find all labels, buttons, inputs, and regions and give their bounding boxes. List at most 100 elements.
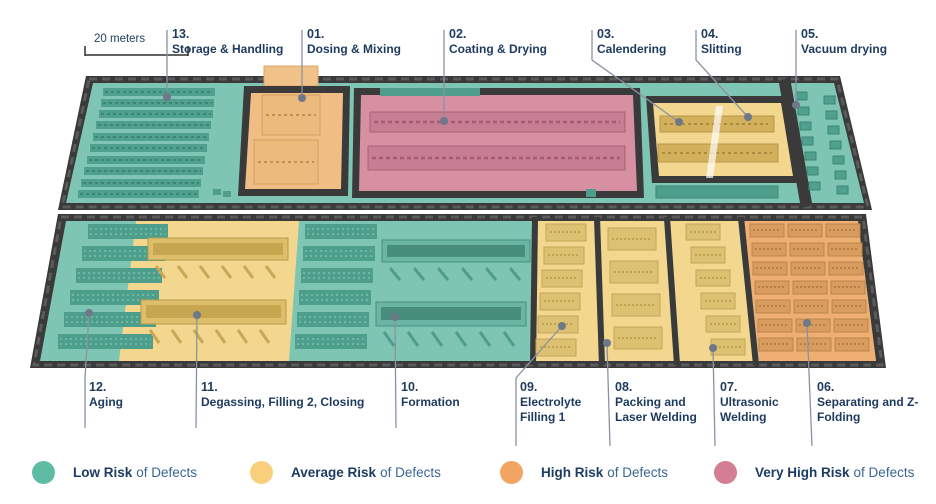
lower-hall-wall-hatch: [32, 215, 884, 367]
dosing-machine-texture: [258, 114, 316, 163]
vacuum-machines: [795, 91, 849, 195]
label-electrolyte-filling-1: 09. Electrolyte Filling 1: [520, 380, 602, 425]
label-name: Calendering: [597, 42, 667, 56]
average-risk-swatch-icon: [250, 461, 273, 484]
label-number: 03.: [597, 27, 615, 41]
label-name: Degassing, Filling 2, Closing: [201, 395, 365, 409]
label-name: Formation: [401, 395, 460, 409]
buffer-machine-bottom: [655, 185, 779, 199]
degassing-line-2-belt: [146, 305, 281, 318]
label-number: 01.: [307, 27, 325, 41]
formation-line-2-belt: [381, 307, 521, 320]
label-dosing-mixing: 01. Dosing & Mixing: [307, 27, 401, 57]
small-crates: [213, 189, 231, 197]
label-separating-zfolding: 06. Separating and Z-Folding: [817, 380, 921, 425]
electrolyte-machines: [535, 223, 587, 357]
machine-texture: [662, 123, 772, 154]
label-aging: 12. Aging: [89, 380, 123, 410]
legend-suffix: of Defects: [853, 465, 915, 480]
legend-level: High Risk: [541, 465, 604, 480]
label-number: 02.: [449, 27, 467, 41]
ultrasonic-machines: [685, 223, 746, 356]
zone-storage-handling: [78, 88, 231, 198]
packing-machines: [607, 227, 663, 350]
storage-racks-texture: [80, 91, 213, 195]
zone-packing-welding: [607, 227, 663, 350]
zone-dosing-mixing: [238, 65, 350, 196]
scale-bar: [84, 46, 189, 56]
label-number: 09.: [520, 380, 538, 394]
very-high-risk-swatch-icon: [714, 461, 737, 484]
legend-suffix: of Defects: [607, 465, 669, 480]
electrolyte-machines-texture: [540, 231, 582, 348]
label-name: Electrolyte Filling 1: [520, 395, 582, 424]
label-coating-drying: 02. Coating & Drying: [449, 27, 547, 57]
label-number: 05.: [801, 27, 819, 41]
degassing-line-2-legs: [148, 329, 271, 344]
degassing-line-1-legs: [154, 265, 277, 279]
label-name: Packing and Laser Welding: [615, 395, 697, 424]
zone-vacuum-drying: [795, 91, 849, 195]
label-name: Storage & Handling: [172, 42, 284, 56]
degassing-line-1-belt: [153, 243, 283, 255]
label-number: 08.: [615, 380, 633, 394]
ultrasonic-machines-texture: [690, 231, 741, 348]
label-number: 10.: [401, 380, 419, 394]
label-number: 06.: [817, 380, 835, 394]
label-slitting: 04. Slitting: [701, 27, 742, 57]
zone-formation: [295, 224, 531, 349]
label-formation: 10. Formation: [401, 380, 460, 410]
dosing-roof-ledge: [263, 65, 319, 87]
leader-lines: [84, 30, 813, 447]
coating-room-floor: [359, 95, 637, 191]
high-risk-swatch-icon: [500, 461, 523, 484]
legend-level: Average Risk: [291, 465, 377, 480]
upper-hall-wall-hatch: [60, 77, 870, 209]
coating-line-2: [367, 145, 626, 171]
zone-calendering-slitting: [646, 96, 801, 183]
label-calendering: 03. Calendering: [597, 27, 666, 57]
formation-line-1-belt: [387, 245, 525, 257]
room-light-streak: [706, 106, 723, 178]
label-name: Vacuum drying: [801, 42, 888, 56]
leader-dots: [85, 93, 811, 352]
label-packing-laser-welding: 08. Packing and Laser Welding: [615, 380, 711, 425]
legend-suffix: of Defects: [380, 465, 441, 480]
label-number: 07.: [720, 380, 738, 394]
scale-bar-label: 20 meters: [94, 33, 146, 45]
label-number: 13.: [172, 27, 190, 41]
formation-line-2-legs: [382, 331, 516, 347]
calendering-room-floor: [653, 103, 793, 176]
aging-racks-texture: [60, 228, 166, 345]
zone-packing-welding-floor: [600, 221, 674, 361]
zfolding-grid-texture: [753, 229, 866, 345]
label-name: Slitting: [701, 42, 742, 56]
label-name: Ultrasonic Welding: [720, 395, 779, 424]
zone-degassing: [140, 237, 289, 344]
label-degassing-filling-closing: 11. Degassing, Filling 2, Closing: [201, 380, 364, 410]
label-number: 11.: [201, 380, 218, 394]
low-risk-swatch-icon: [32, 461, 55, 484]
lower-hall: [30, 214, 886, 368]
label-number: 04.: [701, 27, 719, 41]
upper-hall: [58, 65, 872, 210]
label-storage-handling: 13. Storage & Handling: [172, 27, 283, 57]
coating-line-1: [369, 111, 626, 133]
label-ultrasonic-welding: 07. Ultrasonic Welding: [720, 380, 800, 425]
zone-electrolyte-filling: [535, 223, 587, 357]
scale-bar-line: [84, 46, 189, 56]
small-crate: [586, 189, 596, 197]
label-name: Aging: [89, 395, 123, 409]
label-name: Separating and Z-Folding: [817, 395, 919, 424]
label-number: 12.: [89, 380, 107, 394]
label-name: Coating & Drying: [449, 42, 547, 56]
